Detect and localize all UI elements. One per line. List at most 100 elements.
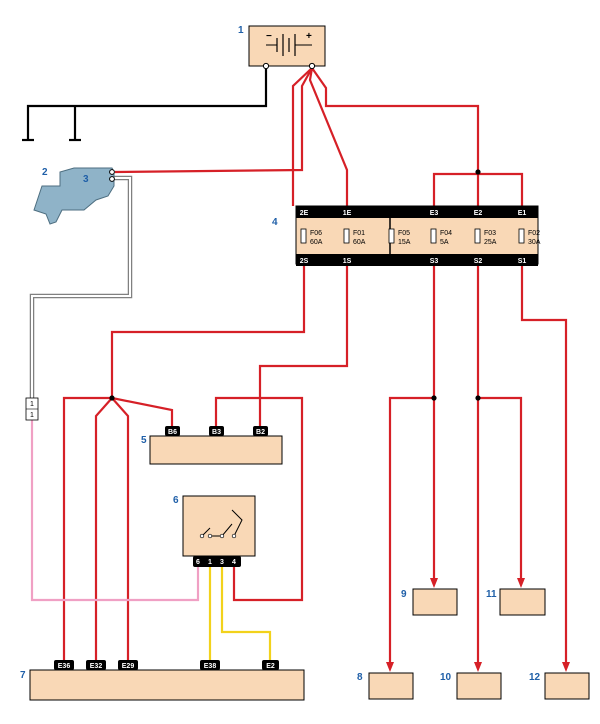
fuse-rating: 30A <box>528 239 541 246</box>
battery <box>248 25 326 67</box>
callout-2: 2 <box>42 167 48 178</box>
arrow-9 <box>430 578 438 588</box>
switch-pin-4: 4 <box>232 559 236 566</box>
arrow-8 <box>386 662 394 672</box>
pin-E29: E29 <box>122 663 135 670</box>
fuse-rating: 60A <box>353 239 366 246</box>
switch-pin-6: 6 <box>196 559 200 566</box>
battery-minus: − <box>266 31 272 42</box>
pin-E32: E32 <box>90 663 103 670</box>
terminal <box>262 62 270 70</box>
connector-B2 <box>253 426 268 436</box>
fuse-F05: F05 15A <box>388 228 411 246</box>
module-5 <box>149 435 283 465</box>
switch-node <box>207 533 213 539</box>
pin-E3: E3 <box>430 210 439 217</box>
pin-E1: E1 <box>518 210 527 217</box>
component-8 <box>368 672 414 700</box>
callout-7: 7 <box>20 670 26 681</box>
wire-S2-11 <box>478 396 523 580</box>
pin-2E: 2E <box>300 210 309 217</box>
wire-battery-fuse-bus <box>311 67 480 172</box>
fuse-name: F01 <box>353 230 365 237</box>
pin-1S: 1S <box>343 258 352 265</box>
connector-E38 <box>200 660 220 670</box>
pin-2S: 2S <box>300 258 309 265</box>
fuse-name: F03 <box>484 230 496 237</box>
fuse-F04: F04 5A <box>430 228 452 246</box>
pin-E38: E38 <box>204 663 217 670</box>
callout-12: 12 <box>529 672 541 683</box>
fuse-rating: 60A <box>310 239 323 246</box>
callout-6: 6 <box>173 495 179 506</box>
callout-10: 10 <box>440 672 452 683</box>
wire-starter-sense <box>31 177 131 398</box>
component-11 <box>499 588 546 616</box>
ground-wire <box>26 68 268 140</box>
wire-pink-switch6 <box>30 420 200 602</box>
switch-connector <box>193 556 241 567</box>
pin-1E: 1E <box>343 210 352 217</box>
junction-dot <box>431 395 437 401</box>
wire-E29 <box>111 397 130 660</box>
callout-5: 5 <box>141 435 147 446</box>
fuse-F01: F01 60A <box>343 228 366 246</box>
switch-node <box>219 533 225 539</box>
fuse-name: F04 <box>440 230 452 237</box>
fuse-F03: F03 25A <box>474 228 497 246</box>
connector-E32 <box>86 660 106 670</box>
fuse-rating: 5A <box>440 239 449 246</box>
pin-E2: E2 <box>266 663 275 670</box>
terminal <box>308 62 316 70</box>
fuse-name: F06 <box>310 230 322 237</box>
wire-B6 <box>111 396 174 426</box>
wire-2S <box>110 258 306 398</box>
fuse-box-top-bar <box>296 206 538 218</box>
pin-B3: B3 <box>212 429 221 436</box>
wire-battery-starter <box>114 67 313 174</box>
callout-3: 3 <box>83 174 89 185</box>
callout-11: 11 <box>486 589 497 600</box>
arrow-10 <box>474 662 482 672</box>
pin-E2: E2 <box>474 210 483 217</box>
fuse-F06: F06 60A <box>300 228 323 246</box>
pin-B6: B6 <box>168 429 177 436</box>
switch-node <box>199 533 205 539</box>
ecu-7 <box>29 669 305 701</box>
fuse-F02: F02 30A <box>518 228 541 246</box>
fuse-name: F05 <box>398 230 410 237</box>
pin-S1: S1 <box>518 258 527 265</box>
callout-1: 1 <box>238 25 244 36</box>
callout-4: 4 <box>272 217 278 228</box>
wire-battery-fuse-1E <box>308 67 349 206</box>
wire-E32 <box>94 397 113 660</box>
wire-battery-fuse-2E <box>291 67 313 206</box>
connector-E2 <box>262 660 279 670</box>
inline-connector-pin: 1 <box>30 412 34 419</box>
wire-S3-8 <box>388 396 434 664</box>
fuse-box-bottom-bar <box>296 254 538 266</box>
pin-S3: S3 <box>430 258 439 265</box>
component-12 <box>544 672 590 700</box>
connector-B6 <box>165 426 180 436</box>
component-9 <box>412 588 458 616</box>
wire-switch3-E2 <box>220 566 272 660</box>
junction-dot <box>475 169 481 175</box>
terminal <box>109 176 115 182</box>
connector-E29 <box>118 660 138 670</box>
pin-B2: B2 <box>256 429 265 436</box>
wire-B3-switch4 <box>214 396 304 602</box>
component-10 <box>456 672 502 700</box>
inline-connector-pin: 1 <box>30 401 34 408</box>
switch-6 <box>182 495 256 557</box>
battery-plus: + <box>306 31 312 42</box>
connector-B3 <box>209 426 224 436</box>
junction-dot <box>109 395 115 401</box>
arrow-11 <box>517 578 525 588</box>
switch-pin-1: 1 <box>208 559 212 566</box>
wire-1S-B2 <box>258 258 349 426</box>
pin-S2: S2 <box>474 258 483 265</box>
wire-S1-12 <box>520 258 568 664</box>
switch-pin-3: 3 <box>220 559 224 566</box>
